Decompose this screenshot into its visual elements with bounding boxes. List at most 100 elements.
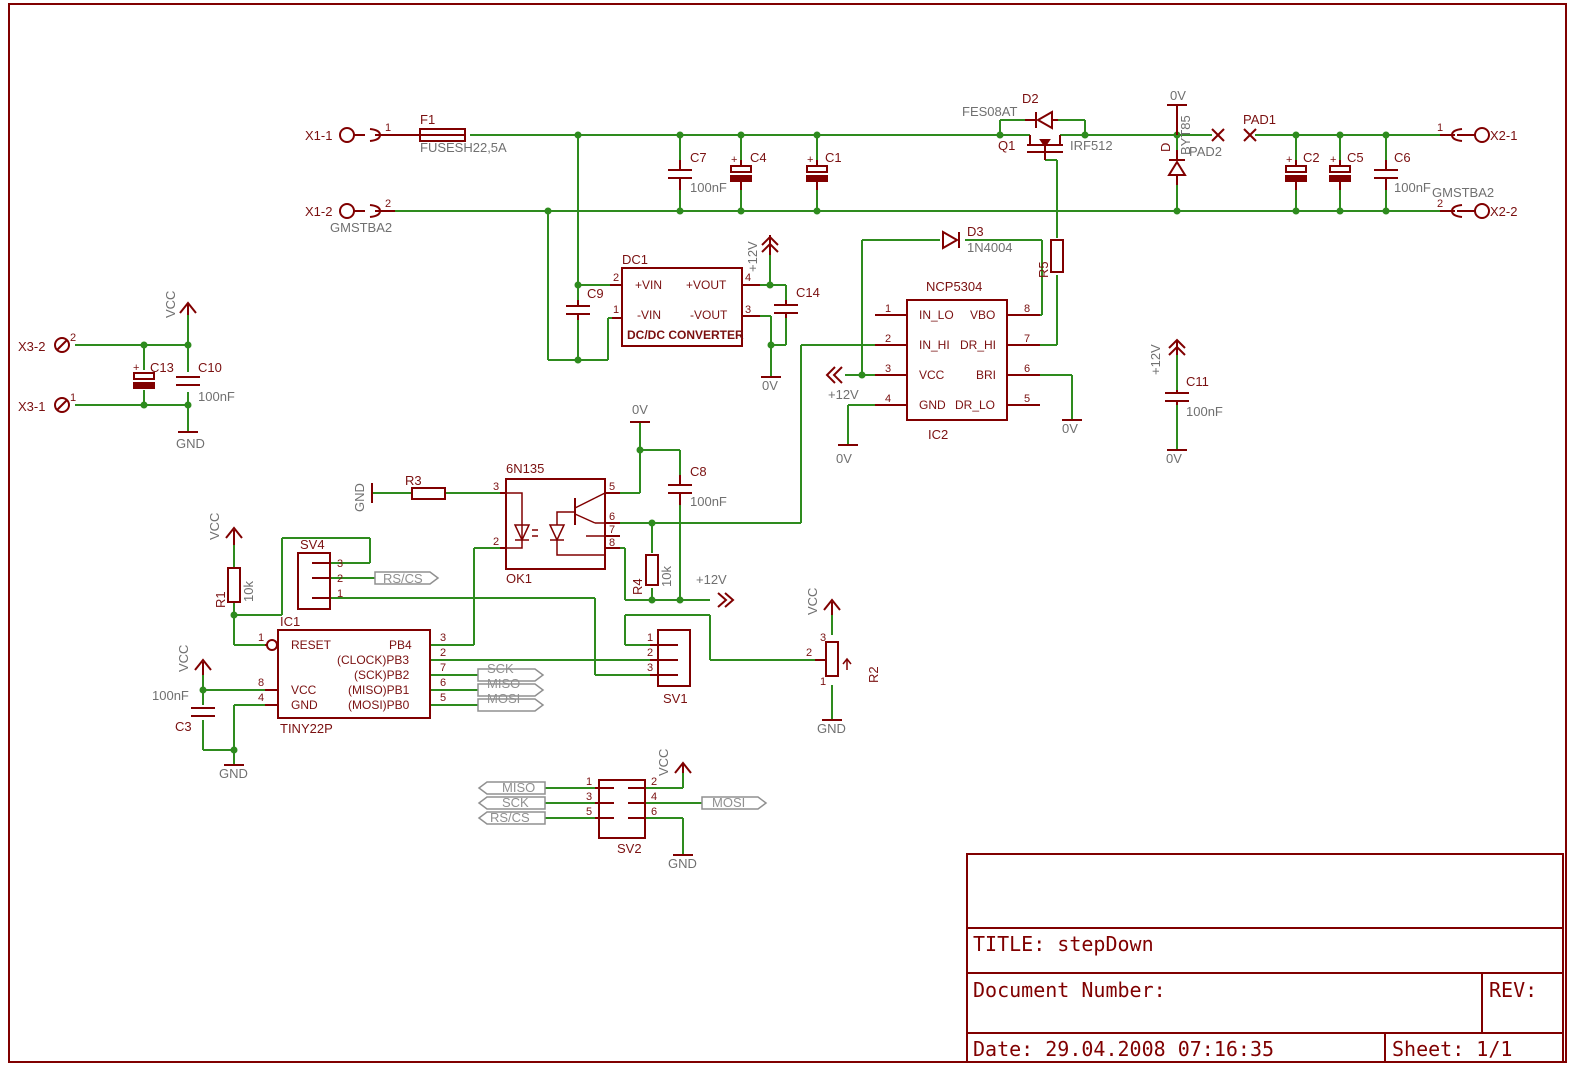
supply-gnd-ic1-label: GND (219, 766, 248, 781)
x3-1-label: X3-1 (18, 399, 45, 414)
svg-text:4: 4 (651, 791, 657, 803)
c11-value: 100nF (1186, 404, 1223, 419)
c7-value: 100nF (690, 180, 727, 195)
ic2-pin-drlo: DR_LO (955, 398, 995, 412)
svg-text:4: 4 (258, 692, 264, 704)
resistor-r3: R3 (405, 473, 446, 500)
wires (75, 119, 1440, 855)
c11-label: C11 (1186, 374, 1209, 389)
connector-x1: X1-1 X1-2 1 2 GMSTBA2 (305, 122, 395, 235)
ic1-pin-reset: RESET (291, 638, 332, 652)
pad1: PAD1 (1243, 112, 1276, 142)
ic2-label: IC2 (928, 427, 948, 442)
supply-12v-ic2-label: +12V (828, 387, 859, 402)
junctions (140, 131, 1390, 754)
supply-0v-dc1: 0V (761, 376, 781, 393)
c8-value: 100nF (690, 494, 727, 509)
svg-text:+: + (133, 362, 139, 374)
svg-text:6: 6 (651, 806, 657, 818)
svg-text:1: 1 (70, 392, 76, 404)
svg-text:2: 2 (1437, 198, 1443, 210)
c5-label: C5 (1347, 150, 1364, 165)
supply-gnd-ic1: GND (219, 764, 248, 781)
x3-2-label: X3-2 (18, 339, 45, 354)
supply-12v-dc1: +12V (745, 235, 779, 272)
net-label-miso-ic1-text: MISO (487, 676, 520, 691)
svg-text:1: 1 (258, 632, 264, 644)
driver-ic2: NCP5304 IC2 IN_LO IN_HI VCC GND VBO DR_H… (875, 279, 1040, 442)
d3-value: 1N4004 (967, 240, 1013, 255)
pad2: PAD2 (1189, 128, 1225, 159)
svg-text:7: 7 (609, 524, 615, 536)
svg-text:6: 6 (440, 677, 446, 689)
supply-12v-c11: +12V (1148, 338, 1186, 375)
ic1-label: IC1 (280, 614, 300, 629)
ic2-value: NCP5304 (926, 279, 982, 294)
c7-label: C7 (690, 150, 707, 165)
supply-0v-c8-label: 0V (632, 402, 648, 417)
c6-label: C6 (1394, 150, 1411, 165)
q1-value: IRF512 (1070, 138, 1113, 153)
capacitor-c3: C3 100nF (152, 688, 215, 734)
c3-label: C3 (175, 719, 192, 734)
c6-value: 100nF (1394, 180, 1431, 195)
net-label-miso-sv2: MISO (477, 780, 546, 795)
supply-12v-r4-label: +12V (696, 572, 727, 587)
sv1-label: SV1 (663, 691, 688, 706)
f1-value: FUSESH22,5A (420, 140, 507, 155)
c10-label: C10 (198, 360, 222, 375)
svg-text:8: 8 (609, 537, 615, 549)
fuse-f1: F1 FUSESH22,5A (390, 112, 507, 155)
supply-12v-r4: +12V (696, 572, 735, 608)
svg-text:2: 2 (493, 536, 499, 548)
document-number-text: Document Number: (973, 978, 1166, 1002)
supply-gnd-r3-label: GND (352, 483, 367, 512)
sheet-text: Sheet: 1/1 (1392, 1037, 1512, 1061)
r2-label: R2 (866, 666, 881, 683)
c10-value: 100nF (198, 389, 235, 404)
dc1-label: DC1 (622, 252, 648, 267)
net-label-mosi-sv2-text: MOSI (712, 795, 745, 810)
c14-label: C14 (796, 285, 820, 300)
capacitor-c11: C11 100nF (1165, 374, 1223, 419)
ic2-pin-drhi: DR_HI (960, 338, 996, 352)
capacitor-c5: + C5 (1329, 150, 1364, 190)
c1-label: C1 (825, 150, 842, 165)
sv2-label: SV2 (617, 841, 642, 856)
net-label-rscs-sv2: RS/CS (477, 810, 546, 825)
r1-label: R1 (213, 591, 228, 608)
ic1-pin-pb2: (SCK)PB2 (354, 668, 410, 682)
svg-text:3: 3 (820, 632, 826, 644)
r1-value: 10k (241, 581, 256, 602)
svg-text:1: 1 (337, 588, 343, 600)
ic2-pin-vcc: VCC (919, 368, 945, 382)
net-label-mosi-ic1: MOSI (477, 691, 545, 712)
svg-text:5: 5 (609, 481, 615, 493)
c2-label: C2 (1303, 150, 1320, 165)
supply-0v-c8: 0V (630, 402, 650, 423)
ic1-value: TINY22P (280, 721, 333, 736)
c4-label: C4 (750, 150, 767, 165)
capacitor-c4: + C4 (730, 150, 767, 190)
supply-vcc-ic1-label: VCC (176, 645, 191, 672)
supply-gnd-x3: GND (176, 431, 205, 451)
svg-text:3: 3 (493, 481, 499, 493)
svg-text:5: 5 (1024, 393, 1030, 405)
dc1-pin-voutn: -VOUT (690, 308, 728, 322)
resistor-r5: R5 (1036, 239, 1064, 278)
svg-text:1: 1 (1437, 122, 1443, 134)
net-label-sck-ic1: SCK (477, 661, 545, 682)
supply-vcc-x3-label: VCC (163, 291, 178, 318)
ic1-pin-pb4: PB4 (389, 638, 412, 652)
ok1-label: OK1 (506, 571, 532, 586)
svg-text:1: 1 (385, 122, 391, 134)
svg-text:3: 3 (586, 791, 592, 803)
net-label-miso-sv2-text: MISO (502, 780, 535, 795)
resistor-r4: R4 10k (630, 554, 674, 595)
dc1-pin-vinn: -VIN (637, 308, 661, 322)
capacitor-c1: + C1 (806, 150, 842, 190)
svg-text:5: 5 (586, 806, 592, 818)
f1-label: F1 (420, 112, 435, 127)
diode-d2: D2 FES08AT (962, 91, 1058, 130)
